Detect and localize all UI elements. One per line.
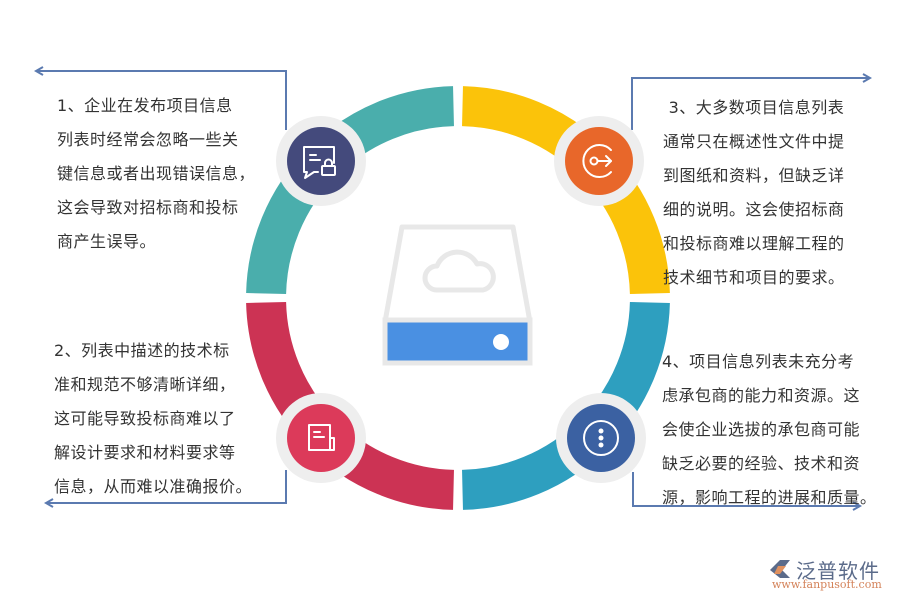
item-3-line: 细的说明。这会使招标商 [663, 200, 845, 219]
document-icon [308, 424, 335, 451]
item-4-line: 4、项目信息列表未充分考 [662, 352, 855, 371]
badge-2 [276, 393, 366, 483]
item-3-line: 3、大多数项目信息列表 [663, 98, 845, 117]
item-3-line: 和投标商难以理解工程的 [663, 234, 845, 253]
item-3-line: 到图纸和资料，但缺乏详 [663, 166, 845, 185]
badge-1 [276, 116, 366, 206]
item-1-line: 这会导致对招标商和投标 [57, 198, 239, 217]
item-1-text: 1、企业在发布项目信息 列表时经常会忽略一些关 键信息或者出现错误信息， 这会导… [57, 89, 255, 259]
logo-name: 泛普软件 [796, 559, 880, 583]
item-2-text: 2、列表中描述的技术标 准和规范不够清晰详细， 这可能导致投标商难以了 解设计要… [54, 334, 252, 504]
connector-arrow-1 [36, 71, 287, 130]
brand-logo: 泛普软件 www.fanpusoft.com [766, 556, 896, 596]
item-1-line: 商产生误导。 [57, 232, 157, 251]
item-2-line: 解设计要求和材料要求等 [54, 443, 236, 462]
connector-arrow-2 [46, 470, 287, 503]
item-3-text: 3、大多数项目信息列表 通常只在概述性文件中提 到图纸和资料，但缺乏详 细的说明… [663, 91, 845, 295]
key-exit-icon [582, 144, 612, 178]
badge-3 [554, 116, 644, 206]
item-1-line: 列表时经常会忽略一些关 [57, 130, 239, 149]
message-lock-icon [303, 146, 336, 179]
item-1-line: 键信息或者出现错误信息， [57, 164, 256, 183]
connector-arrow-3 [631, 78, 870, 130]
badge-4 [556, 393, 646, 483]
item-2-line: 这可能导致投标商难以了 [54, 409, 236, 428]
item-2-line: 2、列表中描述的技术标 [54, 341, 230, 360]
more-vertical-icon [583, 420, 619, 456]
cloud-storage-drive-icon [382, 224, 533, 366]
item-4-line: 会使企业选拔的承包商可能 [662, 420, 861, 439]
item-3-line: 技术细节和项目的要求。 [663, 268, 845, 287]
connector-arrow-4 [632, 472, 860, 506]
item-3-line: 通常只在概述性文件中提 [663, 132, 845, 151]
item-1-line: 1、企业在发布项目信息 [57, 96, 233, 115]
item-2-line: 准和规范不够清晰详细， [54, 375, 236, 394]
logo-url: www.fanpusoft.com [772, 578, 882, 591]
item-2-line: 信息，从而难以准确报价。 [54, 477, 253, 496]
item-4-text: 4、项目信息列表未充分考 虑承包商的能力和资源。这 会使企业选拔的承包商可能 缺… [662, 345, 877, 515]
logo-mark-icon [770, 560, 790, 578]
item-4-line: 缺乏必要的经验、技术和资 [662, 454, 861, 473]
item-4-line: 虑承包商的能力和资源。这 [662, 386, 861, 405]
item-4-line: 源，影响工程的进展和质量。 [662, 488, 877, 507]
